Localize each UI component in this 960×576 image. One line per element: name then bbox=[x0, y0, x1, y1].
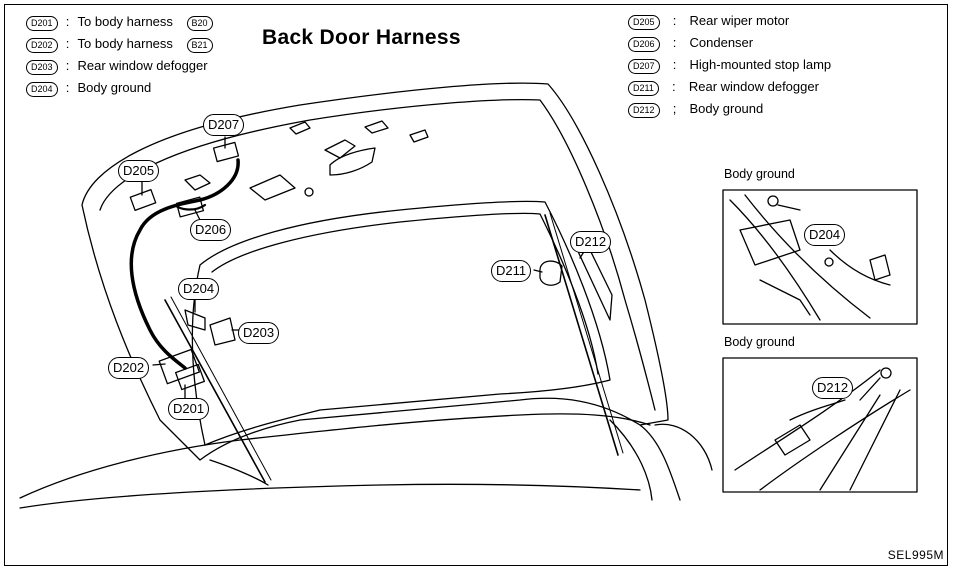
connector-d205 bbox=[129, 189, 157, 211]
legend-left-row: D203:Rear window defogger bbox=[26, 56, 208, 76]
panel-hole bbox=[324, 139, 356, 159]
panel-hole bbox=[184, 174, 211, 191]
leader-line bbox=[194, 209, 201, 221]
legend-text: To body harness bbox=[77, 14, 173, 29]
inset-bottom-drawing bbox=[734, 369, 881, 471]
panel-hole bbox=[409, 129, 429, 143]
connector-code: D207 bbox=[628, 59, 660, 74]
inset-bottom-drawing bbox=[789, 399, 846, 421]
connector-code: D201 bbox=[26, 16, 58, 31]
callout-inset-d204: D204 bbox=[804, 224, 846, 246]
left-stay bbox=[170, 296, 272, 481]
legend-text: High-mounted stop lamp bbox=[689, 57, 832, 72]
inset-bottom-drawing bbox=[859, 377, 881, 401]
inset-top-drawing bbox=[739, 219, 801, 266]
glass-inner-line bbox=[211, 212, 599, 375]
callout-d201: D201 bbox=[168, 398, 210, 420]
panel-hole bbox=[304, 187, 314, 197]
ground-bolt-icon bbox=[880, 367, 892, 379]
vehicle-body-line bbox=[654, 423, 713, 471]
panel-hole bbox=[329, 147, 376, 176]
inset-top-drawing bbox=[777, 204, 801, 211]
reference-code: SEL995M bbox=[887, 548, 944, 562]
legend-text: Body ground bbox=[77, 80, 152, 95]
legend-text: Rear window defogger bbox=[77, 58, 208, 73]
vehicle-body-line bbox=[639, 424, 681, 501]
legend-text: Rear window defogger bbox=[688, 79, 819, 94]
ground-terminal-icon bbox=[824, 257, 834, 267]
connector-code: D211 bbox=[628, 81, 659, 96]
connector-d211 bbox=[539, 260, 563, 286]
legend-right-row: D207:High-mounted stop lamp bbox=[628, 55, 831, 75]
panel-hole bbox=[289, 121, 311, 135]
connector-d206 bbox=[175, 196, 205, 218]
legend-text: Rear wiper motor bbox=[689, 13, 790, 28]
inset-bottom-frame bbox=[722, 357, 918, 493]
inset-bottom-drawing bbox=[819, 394, 881, 491]
callout-d211: D211 bbox=[491, 260, 532, 282]
connector-code-extra: B21 bbox=[186, 38, 213, 53]
legend-right-row: D211:Rear window defogger bbox=[628, 77, 819, 97]
callout-d204: D204 bbox=[178, 278, 220, 300]
inset-top-drawing bbox=[744, 194, 871, 319]
vehicle-body-line bbox=[19, 413, 651, 499]
connector-d201 bbox=[174, 363, 206, 391]
wire-harness bbox=[129, 158, 240, 370]
legend-left-row: D202:To body harness B21 bbox=[26, 34, 213, 54]
body-side-line bbox=[609, 419, 653, 501]
legend-left-row: D204:Body ground bbox=[26, 78, 151, 98]
legend-right-row: D205:Rear wiper motor bbox=[628, 11, 789, 31]
inset-top-frame bbox=[722, 189, 918, 325]
panel-hole bbox=[364, 120, 389, 134]
callout-d212: D212 bbox=[570, 231, 612, 253]
connector-code: D212 bbox=[628, 103, 660, 118]
body-side-line bbox=[209, 459, 269, 486]
connector-code-extra: B20 bbox=[186, 16, 213, 31]
panel-hole bbox=[249, 174, 296, 201]
inset-bottom-drawing bbox=[849, 389, 901, 491]
legend-text: Body ground bbox=[689, 101, 764, 116]
inset-top-label: Body ground bbox=[724, 167, 795, 181]
leader-line bbox=[533, 269, 543, 273]
page-border bbox=[4, 4, 948, 566]
diagram-title: Back Door Harness bbox=[262, 26, 461, 49]
callout-d207: D207 bbox=[203, 114, 245, 136]
ground-bolt-icon bbox=[767, 195, 779, 207]
left-stay bbox=[164, 299, 266, 483]
inset-top-drawing bbox=[759, 279, 811, 316]
connector-d207 bbox=[212, 141, 240, 163]
ground-d204 bbox=[184, 309, 206, 331]
legend-text: To body harness bbox=[77, 36, 173, 51]
back-door-outline bbox=[81, 82, 669, 461]
legend-right-row: D212;Body ground bbox=[628, 99, 763, 119]
callout-d205: D205 bbox=[118, 160, 160, 182]
leader-line bbox=[152, 363, 166, 366]
connector-d202 bbox=[158, 348, 201, 385]
inset-top-drawing bbox=[829, 249, 891, 286]
callout-d206: D206 bbox=[190, 219, 232, 241]
callout-d203: D203 bbox=[238, 322, 280, 344]
door-trim-line bbox=[99, 98, 656, 411]
connector-d203 bbox=[209, 317, 236, 346]
connector-code: D202 bbox=[26, 38, 58, 53]
legend-text: Condenser bbox=[689, 35, 754, 50]
right-stay bbox=[544, 214, 619, 456]
inset-bottom-label: Body ground bbox=[724, 335, 795, 349]
connector-code: D204 bbox=[26, 82, 58, 97]
connector-code: D205 bbox=[628, 15, 660, 30]
inset-top-drawing bbox=[869, 254, 891, 281]
vehicle-body-line bbox=[19, 483, 641, 509]
inset-bottom-drawing bbox=[774, 424, 811, 456]
callout-inset-d212: D212 bbox=[812, 377, 854, 399]
inset-bottom-drawing bbox=[759, 389, 911, 491]
right-stay bbox=[549, 212, 624, 454]
callout-d202: D202 bbox=[108, 357, 150, 379]
connector-code: D206 bbox=[628, 37, 660, 52]
legend-left-row: D201:To body harness B20 bbox=[26, 12, 213, 32]
legend-right-row: D206:Condenser bbox=[628, 33, 753, 53]
connector-code: D203 bbox=[26, 60, 58, 75]
inset-top-drawing bbox=[729, 199, 821, 321]
